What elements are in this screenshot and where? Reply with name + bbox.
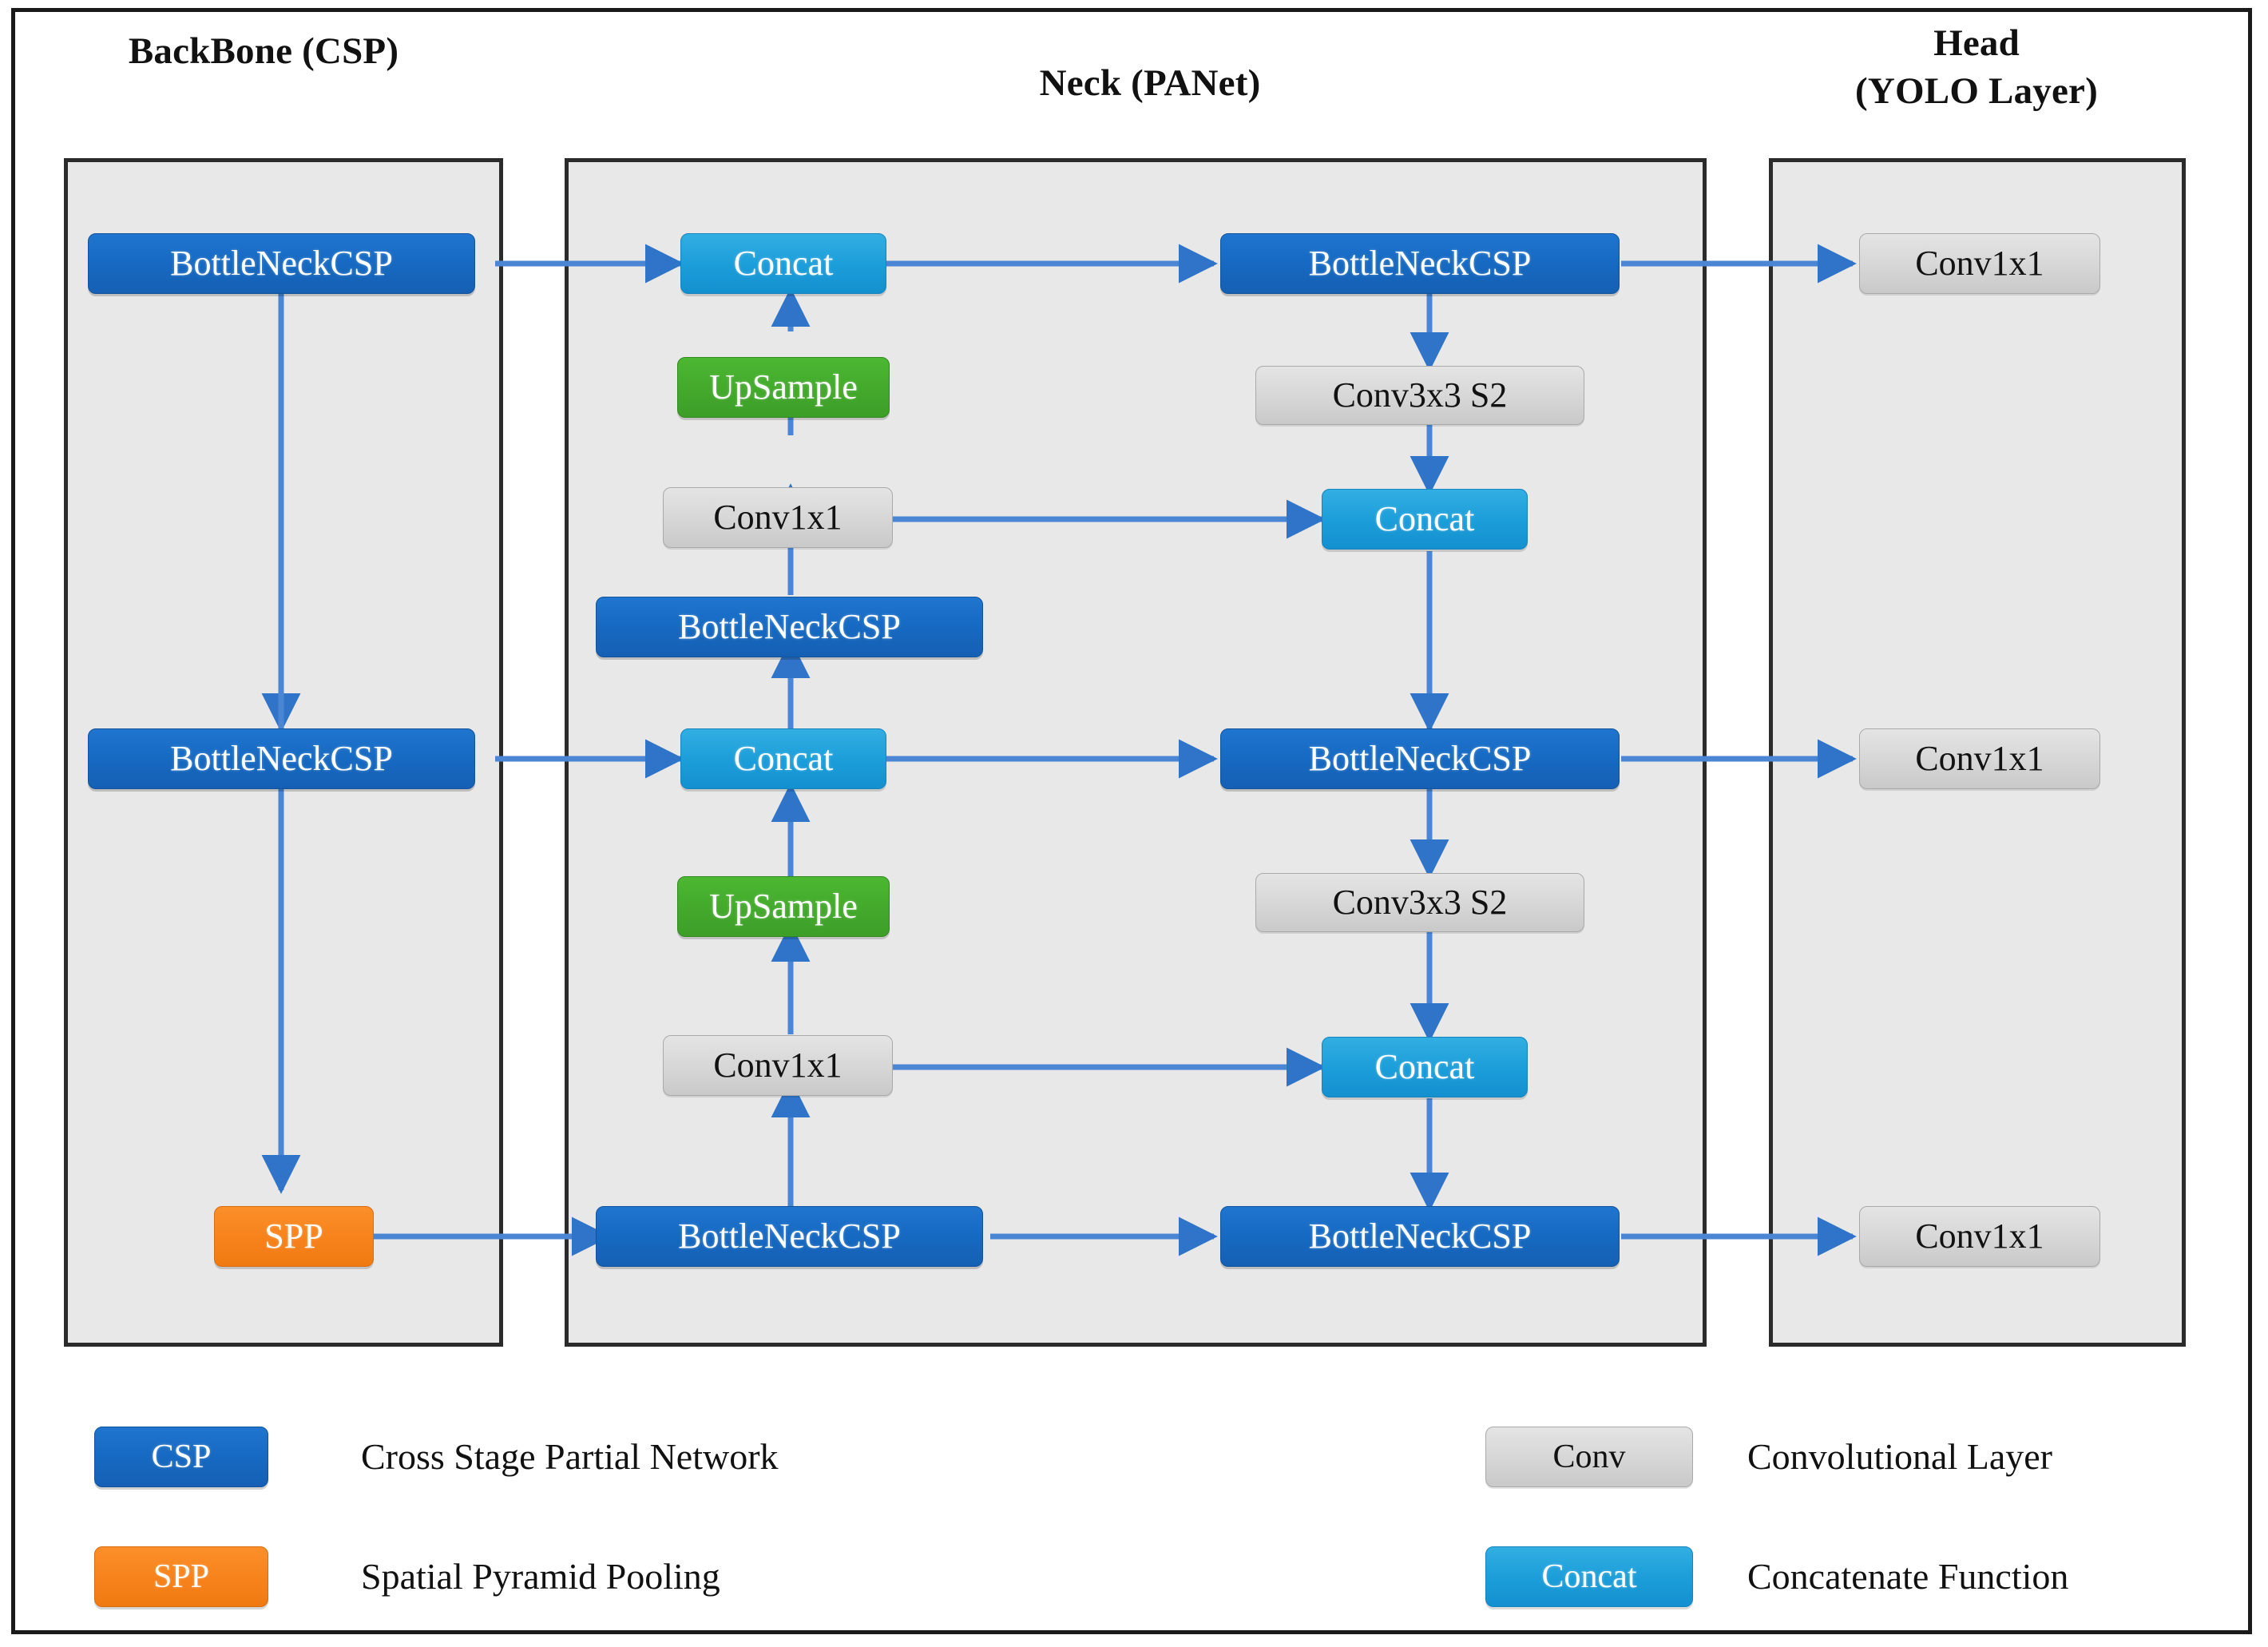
node-neck-right-concat-1[interactable]: Concat	[1322, 489, 1528, 550]
node-neck-csp-2[interactable]: BottleNeckCSP	[596, 1206, 983, 1267]
legend-chip-concat: Concat	[1485, 1546, 1693, 1607]
legend-chip-csp: CSP	[94, 1427, 268, 1487]
node-neck-conv1x1-2[interactable]: Conv1x1	[663, 1035, 893, 1096]
legend-label-spp: Spatial Pyramid Pooling	[361, 1556, 720, 1597]
node-head-conv1x1-1[interactable]: Conv1x1	[1859, 233, 2100, 294]
node-neck-right-concat-2[interactable]: Concat	[1322, 1037, 1528, 1097]
legend-label-csp: Cross Stage Partial Network	[361, 1436, 779, 1477]
node-neck-right-csp-2[interactable]: BottleNeckCSP	[1220, 728, 1620, 789]
node-neck-right-csp-3[interactable]: BottleNeckCSP	[1220, 1206, 1620, 1267]
node-backbone-csp-2[interactable]: BottleNeckCSP	[88, 728, 475, 789]
legend-chip-conv: Conv	[1485, 1427, 1693, 1487]
node-head-conv1x1-2[interactable]: Conv1x1	[1859, 728, 2100, 789]
legend-label-concat: Concatenate Function	[1747, 1556, 2069, 1597]
node-backbone-spp[interactable]: SPP	[214, 1206, 374, 1267]
legend-chip-spp: SPP	[94, 1546, 268, 1607]
node-neck-upsample-1[interactable]: UpSample	[677, 357, 890, 418]
node-neck-upsample-2[interactable]: UpSample	[677, 876, 890, 937]
node-neck-conv1x1-1[interactable]: Conv1x1	[663, 487, 893, 548]
section-caption-head-line1: Head	[1933, 22, 2020, 64]
node-backbone-csp-1[interactable]: BottleNeckCSP	[88, 233, 475, 294]
section-caption-neck: Neck (PANet)	[1039, 62, 1261, 104]
node-neck-csp-1[interactable]: BottleNeckCSP	[596, 597, 983, 657]
node-neck-concat-1[interactable]: Concat	[680, 233, 886, 294]
node-neck-concat-2[interactable]: Concat	[680, 728, 886, 789]
legend-label-conv: Convolutional Layer	[1747, 1436, 2052, 1477]
section-caption-backbone: BackBone (CSP)	[128, 30, 399, 72]
node-neck-right-conv3x3-2[interactable]: Conv3x3 S2	[1255, 873, 1584, 932]
section-caption-head-line2: (YOLO Layer)	[1855, 70, 2098, 112]
node-neck-right-csp-1[interactable]: BottleNeckCSP	[1220, 233, 1620, 294]
node-neck-right-conv3x3-1[interactable]: Conv3x3 S2	[1255, 366, 1584, 425]
node-head-conv1x1-3[interactable]: Conv1x1	[1859, 1206, 2100, 1267]
